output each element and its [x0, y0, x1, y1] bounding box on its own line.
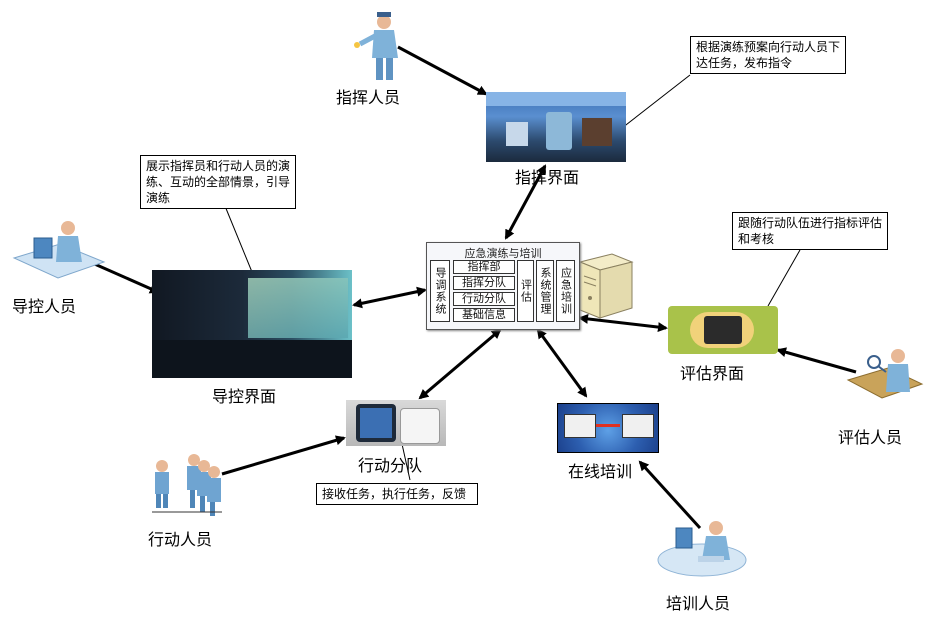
arrow-evaluator-to-ui	[776, 347, 857, 374]
label-director-ui: 导控界面	[212, 387, 277, 406]
system-training-cell: 应急培训	[556, 260, 575, 322]
system-module-basic-info: 基础信息	[453, 308, 515, 322]
evaluator-figure-icon	[846, 349, 924, 399]
leader-command	[621, 74, 691, 129]
commander-figure-icon	[354, 12, 398, 80]
arrow-command-system	[504, 164, 547, 240]
trainee-figure-icon	[657, 521, 747, 577]
command-interface-photo	[486, 92, 626, 162]
label-action-team: 行动分队	[358, 456, 423, 475]
label-evaluate-ui: 评估界面	[680, 364, 745, 383]
action-team-photo	[346, 400, 446, 446]
director-figure-icon	[12, 221, 106, 279]
arrow-action-system	[418, 328, 502, 400]
director-interface-photo	[152, 270, 352, 378]
system-evaluate-cell: 评估	[517, 260, 534, 322]
arrow-trainee-to-online	[638, 460, 702, 530]
note-action: 接收任务，执行任务，反馈	[316, 483, 478, 505]
label-trainee: 培训人员	[666, 594, 731, 613]
system-module-command-hq: 指挥部	[453, 260, 515, 274]
online-training-photo	[557, 403, 659, 453]
system-module-action-team: 行动分队	[453, 292, 515, 306]
note-director: 展示指挥员和行动人员的演练、互动的全部情景，引导演练	[140, 155, 296, 209]
system-module-command-team: 指挥分队	[453, 276, 515, 290]
label-evaluator: 评估人员	[838, 428, 903, 447]
leader-director	[224, 205, 253, 273]
emergency-system-box: 应急演练与培训 导调系统 指挥部 指挥分队 行动分队 基础信息 评估 系统管理 …	[426, 242, 580, 330]
arrow-director-system	[352, 286, 427, 309]
action-personnel-figure-icon	[152, 454, 222, 516]
label-director: 导控人员	[12, 297, 77, 316]
label-commander: 指挥人员	[336, 88, 401, 107]
arrow-commander-to-ui	[397, 45, 488, 96]
leader-action	[401, 443, 411, 481]
evaluate-interface-photo	[668, 306, 778, 354]
system-title: 应急演练与培训	[464, 247, 542, 260]
label-command-ui: 指挥界面	[515, 168, 580, 187]
system-guide-cell: 导调系统	[430, 260, 450, 322]
arrow-director-to-ui	[89, 260, 160, 294]
arrow-online-system	[536, 328, 588, 398]
label-action-personnel: 行动人员	[148, 530, 213, 549]
leader-evaluate	[767, 249, 801, 307]
system-manage-cell: 系统管理	[536, 260, 554, 322]
note-evaluate: 跟随行动队伍进行指标评估和考核	[732, 212, 888, 250]
label-online-training: 在线培训	[568, 462, 633, 481]
note-command: 根据演练预案向行动人员下达任务，发布指令	[690, 36, 846, 74]
arrow-evaluate-system	[578, 313, 668, 333]
arrow-action-to-ui	[221, 435, 346, 476]
server-icon	[578, 253, 634, 319]
